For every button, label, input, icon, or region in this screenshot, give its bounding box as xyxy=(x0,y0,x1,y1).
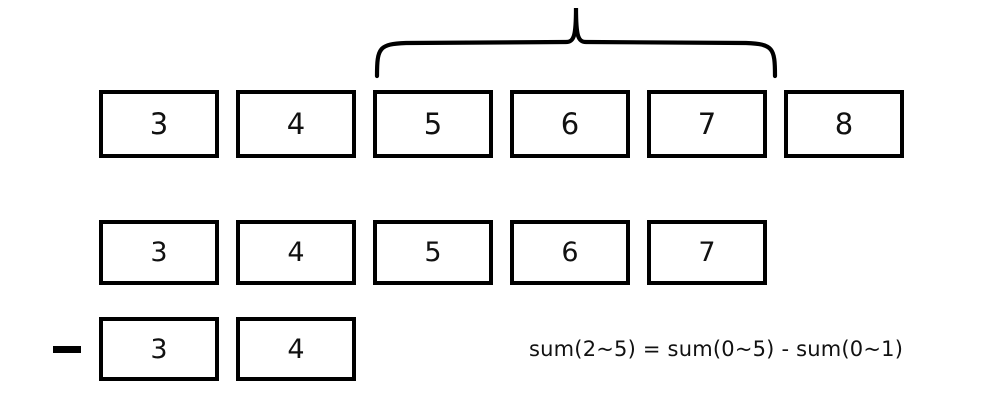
array-cell: 4 xyxy=(236,220,356,285)
prefix-lower-row: 3 4 xyxy=(99,317,356,381)
full-array-row: 3 4 5 6 7 8 xyxy=(99,90,904,158)
array-cell: 4 xyxy=(236,90,356,158)
range-brace-icon xyxy=(374,7,778,79)
array-cell: 4 xyxy=(236,317,356,381)
array-cell: 5 xyxy=(373,90,493,158)
array-cell: 7 xyxy=(647,220,767,285)
array-cell: 3 xyxy=(99,220,219,285)
prefix-upper-row: 3 4 5 6 7 xyxy=(99,220,767,285)
array-cell: 8 xyxy=(784,90,904,158)
array-cell: 6 xyxy=(510,90,630,158)
equation-caption: sum(2~5) = sum(0~5) - sum(0~1) xyxy=(529,337,904,361)
array-cell: 7 xyxy=(647,90,767,158)
array-cell: 6 xyxy=(510,220,630,285)
minus-operator-icon xyxy=(53,346,81,353)
array-cell: 3 xyxy=(99,317,219,381)
array-cell: 5 xyxy=(373,220,493,285)
range-brace xyxy=(370,2,782,82)
array-cell: 3 xyxy=(99,90,219,158)
